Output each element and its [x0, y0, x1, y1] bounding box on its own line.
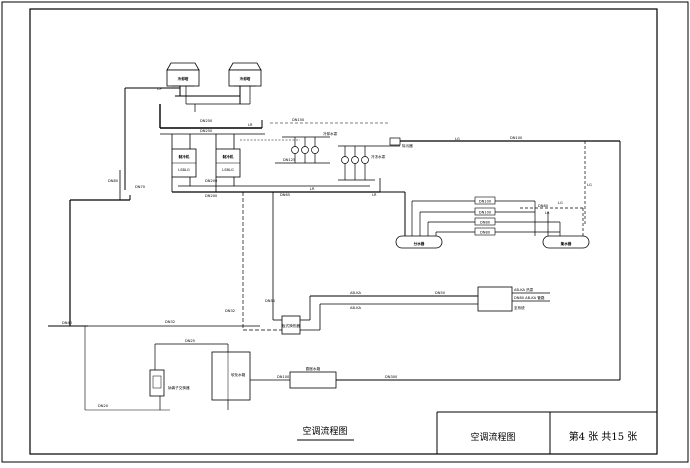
heat-exchanger-piping [243, 295, 478, 331]
dn-tag-15: DN300 [385, 375, 398, 379]
to-system-label: 至系统 [514, 305, 525, 310]
dn-tag-3: DN200 [205, 179, 218, 183]
dn-tag-18: DN70 [135, 185, 146, 189]
dirt-separator-label: 除污器 [402, 143, 413, 148]
dn-tag-12: DN32 [165, 320, 175, 324]
makeup-piping [154, 343, 350, 410]
cooling-tower-1-label: 冷却塔 [178, 76, 189, 81]
pump-group-1: 冷却水泵 [275, 131, 338, 164]
heat-exchanger: 板式换热器 [281, 315, 301, 335]
softener-label: 软化水箱 [231, 372, 246, 377]
ion-exchanger: 钠离子交换器 [149, 369, 190, 397]
dn-tag-13: DN25 [185, 339, 195, 343]
left-riser [48, 170, 260, 411]
tower-piping [124, 86, 265, 190]
dn-tag-6: DN125 [283, 158, 295, 162]
system-connection: AB-KA 热泵 DN80 AB-KA 管路 至系统 [477, 286, 550, 312]
dn-tag-20: DN32 [225, 309, 235, 313]
chiller-1-model: LSBLG [178, 168, 190, 172]
chiller-1-label: 制冷机 [179, 154, 190, 159]
inner-border [29, 8, 658, 455]
dn-tag-14: DN20 [98, 404, 109, 408]
branch-tag-1: DN100 [479, 200, 492, 204]
drawing-caption: 空调流程图 [297, 425, 354, 441]
ion-exchanger-label: 钠离子交换器 [168, 385, 190, 390]
tag-lr: LR [248, 123, 253, 127]
supply-header-label: 分水器 [414, 241, 425, 246]
branch-tags: DN100 DN100 DN80 DN80 [474, 196, 496, 236]
header-branches [411, 200, 584, 236]
main-lg-line [270, 122, 621, 381]
tag-lr4: LR [545, 211, 550, 215]
cooling-tower-1: 冷却塔 [166, 62, 200, 87]
dn-tags: DN250 DN250 DN200 DN200 DN150 DN125 DN10… [62, 118, 549, 408]
softener-tank: 软化水箱 [211, 351, 251, 401]
return-header: 集水器 [542, 235, 590, 249]
branch-tag-4: DN80 [480, 231, 491, 235]
dn-tag-4: DN200 [205, 194, 218, 198]
pump-group-2: 冷冻水泵 [338, 145, 400, 181]
line-tag-ab2: AB-KA [350, 306, 362, 310]
chiller-2-label: 制冷机 [223, 154, 234, 159]
heat-exchanger-label: 板式换热器 [282, 323, 300, 328]
branch-tag-3: DN80 [480, 221, 491, 225]
system-line-2: DN80 AB-KA 管路 [514, 295, 545, 300]
dn-tag-16: DN100 [277, 375, 290, 379]
expansion-tank: 膨胀水箱 [289, 366, 337, 389]
pump-group-1-label: 冷却水泵 [323, 131, 338, 136]
chiller-piping [171, 134, 381, 330]
tag-lr3: LR [372, 193, 377, 197]
branch-tag-2: DN100 [479, 211, 492, 215]
dn-tag-9: DN65 [280, 193, 290, 197]
cooling-tower-2-label: 冷却塔 [240, 76, 251, 81]
cooling-tower-2: 冷却塔 [228, 62, 262, 87]
sheet-title: 空调流程图 [470, 431, 515, 443]
dn-tag-1: DN250 [200, 119, 213, 123]
lr-main-line [380, 191, 406, 236]
dn-tag-7: DN100 [510, 136, 523, 140]
title-block: 空调流程图 第4 张 共15 张 [436, 411, 657, 454]
drawing-title: 空调流程图 [302, 425, 347, 437]
sheet-number: 第4 张 共15 张 [569, 430, 638, 443]
tag-lr2: LR [310, 187, 315, 191]
tag-cp: CP [157, 87, 163, 91]
tag-lg3: LG [587, 183, 592, 187]
expansion-tank-label: 膨胀水箱 [306, 366, 321, 371]
tag-lg2: LG [558, 201, 563, 205]
dn-tag-11: DN40 [62, 321, 73, 325]
dn-tag-10: DN50 [435, 291, 446, 295]
system-line-1: AB-KA 热泵 [514, 287, 534, 292]
line-tags: CP LR LG LR LR LR LG LG [157, 87, 592, 215]
return-header-label: 集水器 [560, 241, 572, 246]
dn-tag-8: DN80 [538, 204, 549, 208]
chiller-2-model: LSBLG [222, 168, 234, 172]
chiller-1: 制冷机 LSBLG [171, 148, 197, 178]
pump-group-2-label: 冷冻水泵 [371, 154, 386, 159]
dn-tag-2: DN250 [200, 129, 213, 133]
dn-tag-5: DN150 [292, 118, 305, 122]
line-tag-ab1: AB-KA [350, 291, 362, 295]
dn-tag-19: DN50 [265, 299, 276, 303]
chiller-2: 制冷机 LSBLG [215, 148, 241, 178]
tag-lg: LG [455, 137, 460, 141]
dirt-separator: 除污器 [389, 137, 413, 148]
supply-header: 分水器 [395, 235, 443, 249]
dn-tag-17: DN80 [108, 179, 119, 183]
